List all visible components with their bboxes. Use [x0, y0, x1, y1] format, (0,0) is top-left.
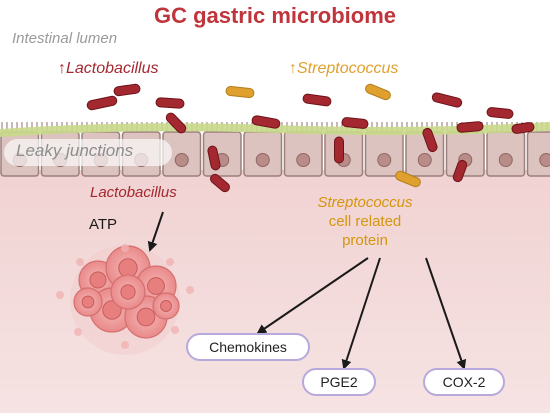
streptococcus-protein-label: Streptococcus cell related protein	[290, 193, 440, 250]
arrow-lactobacillus-to-tumor	[147, 211, 164, 252]
epithelial-cell	[283, 131, 323, 177]
tumor-debris	[171, 326, 179, 334]
lactobacillus-bacterium	[486, 107, 514, 119]
lactobacillus-bacterium	[251, 115, 281, 129]
lactobacillus-bacterium	[334, 136, 344, 164]
lactobacillus-bacterium	[165, 112, 187, 134]
strep-protein-line-2: cell related	[328, 213, 402, 230]
epithelial-cell	[364, 131, 404, 177]
lactobacillus-bacterium	[302, 93, 332, 107]
tumor-debris	[56, 291, 64, 299]
tumor-debris	[74, 328, 82, 336]
bacteria-group	[86, 83, 535, 193]
epithelial-cell	[526, 131, 550, 177]
tumor-debris	[166, 258, 174, 266]
tumor-debris	[186, 286, 194, 294]
arrow-protein-to-pge2	[341, 257, 381, 370]
tumor-debris	[121, 244, 129, 252]
lactobacillus-bacterium	[113, 83, 141, 97]
tissue-lactobacillus-label: Lactobacillus	[90, 184, 177, 201]
streptococcus-bacterium	[365, 83, 391, 101]
strep-protein-line-1: Streptococcus	[317, 194, 413, 211]
chemokines-box: Chemokines	[186, 333, 310, 361]
epithelial-cell	[243, 131, 283, 177]
atp-label: ATP	[89, 216, 118, 233]
lactobacillus-bacterium	[511, 122, 535, 134]
streptococcus-bacterium	[225, 86, 255, 98]
arrow-protein-to-chemokines	[256, 257, 369, 335]
tumor-cluster	[56, 244, 194, 355]
lactobacillus-bacterium	[452, 159, 468, 183]
tumor-cell	[152, 292, 180, 320]
pge2-box: PGE2	[302, 368, 376, 396]
lactobacillus-increase-label: ↑Lactobacillus	[58, 60, 159, 78]
tumor-cell	[110, 274, 146, 310]
tumor-debris	[121, 341, 129, 349]
arrow-protein-to-cox2	[425, 257, 467, 370]
lactobacillus-bacterium	[210, 173, 230, 193]
lactobacillus-bacterium	[155, 97, 185, 109]
streptococcus-bacterium	[395, 170, 421, 188]
mucus-layer	[0, 122, 550, 137]
lactobacillus-bacterium	[431, 92, 463, 108]
leaky-junctions-badge	[4, 139, 172, 166]
lactobacillus-bacterium	[422, 127, 438, 153]
streptococcus-increase-label: ↑Streptococcus	[289, 60, 398, 78]
epithelial-cell	[486, 131, 526, 177]
lactobacillus-bacterium	[456, 121, 484, 133]
epithelial-cell	[445, 131, 485, 177]
tumor-cell	[73, 287, 103, 317]
tumor-debris	[76, 258, 84, 266]
lactobacillus-bacterium	[341, 117, 369, 129]
up-arrow-icon: ↑	[289, 60, 297, 77]
leaky-junctions-label: Leaky junctions	[16, 141, 134, 160]
lactobacillus-bacterium	[86, 95, 118, 111]
cox2-box: COX-2	[423, 368, 505, 396]
strep-protein-line-3: protein	[342, 232, 388, 249]
diagram-title: GC gastric microbiome	[153, 3, 397, 28]
streptococcus-name: Streptococcus	[297, 60, 399, 77]
intestinal-lumen-label: Intestinal lumen	[12, 30, 118, 47]
lactobacillus-bacterium	[207, 145, 221, 171]
lactobacillus-name: Lactobacillus	[66, 60, 159, 77]
up-arrow-icon: ↑	[58, 60, 66, 77]
